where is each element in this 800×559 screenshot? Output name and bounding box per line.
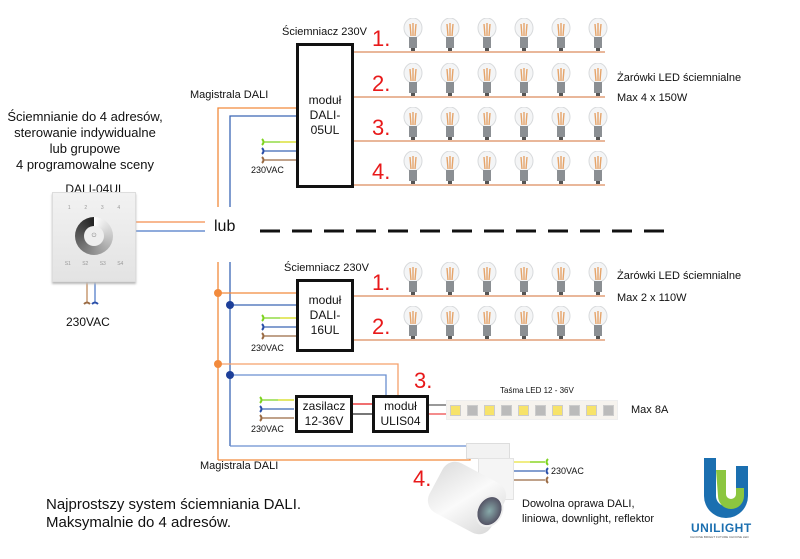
bottom-channel-4: 4. [413,466,432,491]
led-filament-bulb [514,17,534,52]
logo-wordmark: UNILIGHT [691,521,752,535]
scene-key-s1[interactable]: S1 [64,261,71,267]
top-load-max: Max 4 x 150W [617,92,688,104]
key-2[interactable]: 2 [84,205,88,211]
bottom-channel-3: 3. [414,368,433,393]
controller-description: Ściemnianie do 4 adresów, sterowanie ind… [7,109,163,172]
dali-04ul-panel[interactable]: 1 2 3 4 ⏻ S1 S2 S3 S4 [52,192,136,282]
led-chip [467,404,478,416]
key-4[interactable]: 4 [117,205,121,211]
led-filament-bulb [588,305,608,340]
led-chip [450,404,461,416]
led-filament-bulb [477,106,497,141]
bottom-dimmer-title: Ściemniacz 230V [284,262,369,274]
led-filament-bulb [440,150,460,185]
led-chip [535,404,546,416]
led-filament-bulb [588,106,608,141]
led-filament-bulb [551,17,571,52]
scene-key-s2[interactable]: S2 [82,261,89,267]
track-adapter [466,443,510,459]
led-filament-bulb [514,62,534,97]
top-dimmer-title: Ściemniacz 230V [282,26,367,38]
led-chip [586,404,597,416]
dimming-wheel[interactable]: ⏻ [75,217,113,255]
led-filament-bulb [477,261,497,296]
top-bus-label: Magistrala DALI [190,89,269,101]
led-filament-bulb [403,106,423,141]
psu-supply-label: 230VAC [251,424,284,434]
led-chip [569,404,580,416]
fixture-description: Dowolna oprawa DALI, liniowa, downlight,… [522,498,655,525]
bottom-bus-label: Magistrala DALI [200,460,279,472]
led-filament-bulb [551,261,571,296]
scene-key-s4[interactable]: S4 [117,261,124,267]
led-strip [446,400,618,420]
led-filament-bulb [403,305,423,340]
led-filament-bulb [514,305,534,340]
top-supply-label: 230VAC [251,165,284,175]
led-filament-bulb [403,17,423,52]
bottom-channel-1: 1. [372,270,391,295]
led-filament-bulb [440,305,460,340]
top-channel-4: 4. [372,159,391,184]
led-filament-bulb [403,150,423,185]
top-bus-blue [229,115,296,207]
bottom-load-title: Żarówki LED ściemnialne [617,270,742,282]
led-filament-bulb [440,261,460,296]
led-filament-bulb [477,150,497,185]
led-filament-bulb [403,261,423,296]
led-filament-bulb [588,62,608,97]
key-1[interactable]: 1 [67,205,71,211]
strip-label: Taśma LED 12 - 36V [500,386,574,395]
led-filament-bulb [403,62,423,97]
scene-key-s3[interactable]: S3 [99,261,106,267]
strip-max: Max 8A [631,404,669,416]
led-filament-bulb [514,261,534,296]
led-chip [552,404,563,416]
led-filament-bulb [477,62,497,97]
top-channel-1: 1. [372,26,391,51]
led-filament-bulb [440,62,460,97]
led-filament-bulb [477,305,497,340]
top-bus-orange [217,107,296,207]
bottom-channel-2: 2. [372,314,391,339]
logo-tagline: CHOOSE BRIGHT FUTURE CHOOSE LED [690,535,749,539]
top-load-title: Żarówki LED ściemnialne [617,72,742,84]
led-filament-bulb [551,150,571,185]
led-filament-bulb [477,17,497,52]
separator-label: lub [214,218,236,235]
led-filament-bulb [588,17,608,52]
bottom-supply-label: 230VAC [251,343,284,353]
logo-u-icon [704,458,748,518]
footer-text: Najprostszy system ściemniania DALI. Mak… [46,496,302,531]
led-chip [518,404,529,416]
led-filament-bulb [440,17,460,52]
led-filament-bulb [514,150,534,185]
controller-supply-label: 230VAC [66,315,110,329]
led-chip [501,404,512,416]
led-filament-bulb [551,305,571,340]
fixture-supply-label: 230VAC [551,466,584,476]
bottom-load-max: Max 2 x 110W [617,292,687,304]
top-channel-3: 3. [372,115,391,140]
led-filament-bulb [514,106,534,141]
led-filament-bulb [551,62,571,97]
led-filament-bulb [588,261,608,296]
key-3[interactable]: 3 [100,205,104,211]
led-chip [603,404,614,416]
led-filament-bulb [588,150,608,185]
power-icon[interactable]: ⏻ [84,226,104,246]
led-chip [484,404,495,416]
top-channel-2: 2. [372,71,391,96]
led-filament-bulb [551,106,571,141]
led-filament-bulb [440,106,460,141]
unilight-logo [702,456,750,520]
